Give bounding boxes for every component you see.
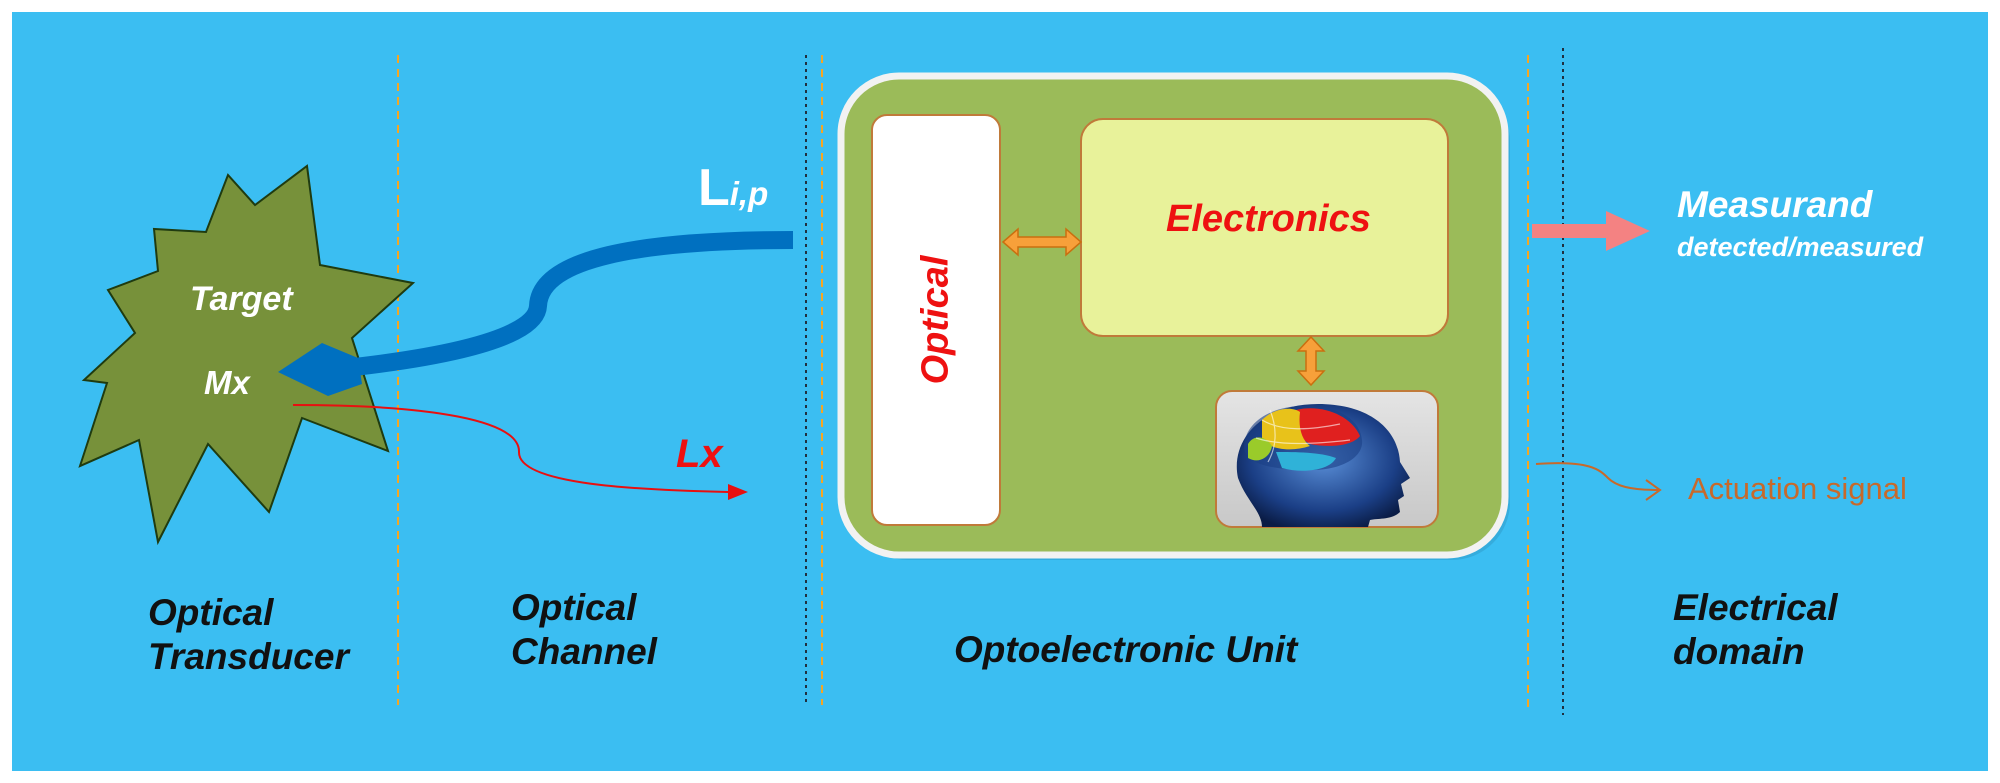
optical-electronics-double-arrow xyxy=(1001,227,1083,257)
zone-channel-line1: Optical xyxy=(511,587,637,628)
brain-head-icon xyxy=(1215,390,1439,528)
zone-electrical-line1: Electrical xyxy=(1673,587,1838,628)
electronics-block-label: Electronics xyxy=(1166,198,1371,240)
target-starburst xyxy=(78,164,416,546)
emitted-light-label: Lx xyxy=(676,432,723,476)
zone-channel-line2: Channel xyxy=(511,631,657,672)
emitted-light-curve xyxy=(292,404,729,493)
zone-transducer-line1: Optical xyxy=(148,592,274,633)
zone-transducer-line2: Transducer xyxy=(148,636,349,677)
electronics-brain-double-arrow xyxy=(1296,335,1326,387)
incident-light-label: Li,p xyxy=(698,158,768,218)
incident-light-subscript: i,p xyxy=(729,175,769,212)
zone-label-optoelectronic-unit: Optoelectronic Unit xyxy=(954,629,1298,670)
emitted-light-arrowhead xyxy=(728,484,748,500)
actuation-signal-label: Actuation signal xyxy=(1688,471,1907,506)
optical-block-label: Optical xyxy=(914,255,957,385)
actuation-signal-arrowhead xyxy=(1645,479,1662,501)
optical-block xyxy=(871,114,1001,526)
actuation-signal-curve xyxy=(1535,462,1659,491)
incident-beam-arrowhead xyxy=(278,343,362,396)
incident-light-base: L xyxy=(698,159,730,217)
target-material-label: Mx xyxy=(204,364,250,401)
measurand-title: Measurand xyxy=(1677,184,1873,225)
measurand-output-arrow xyxy=(1532,211,1650,251)
target-label: Target xyxy=(190,280,293,318)
incident-beam-curve xyxy=(344,231,794,377)
zone-label-optical-transducer: Optical Transducer xyxy=(148,591,349,679)
zone-electrical-line2: domain xyxy=(1673,631,1805,672)
zone-label-electrical-domain: Electrical domain xyxy=(1673,586,1838,674)
zone-label-optical-channel: Optical Channel xyxy=(511,586,657,674)
electronics-block xyxy=(1080,118,1449,337)
measurand-subtitle: detected/measured xyxy=(1677,232,1924,262)
